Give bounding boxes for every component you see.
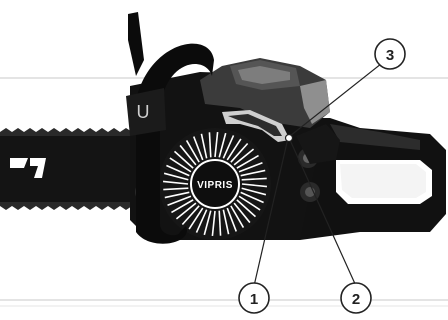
- callout-2: 2: [341, 283, 371, 313]
- handle-marking: U: [137, 102, 150, 122]
- callout-label-2: 2: [352, 291, 360, 308]
- callout-label-3: 3: [386, 47, 394, 64]
- pointer-target: [286, 135, 293, 142]
- callout-3: 3: [375, 39, 405, 69]
- guide-bar: [0, 128, 150, 210]
- engine-body: VIPRIS: [130, 58, 446, 240]
- callout-1: 1: [239, 283, 269, 313]
- callout-label-1: 1: [250, 291, 258, 308]
- brand-logo: VIPRIS: [197, 180, 233, 191]
- hand-guard: U: [126, 88, 166, 136]
